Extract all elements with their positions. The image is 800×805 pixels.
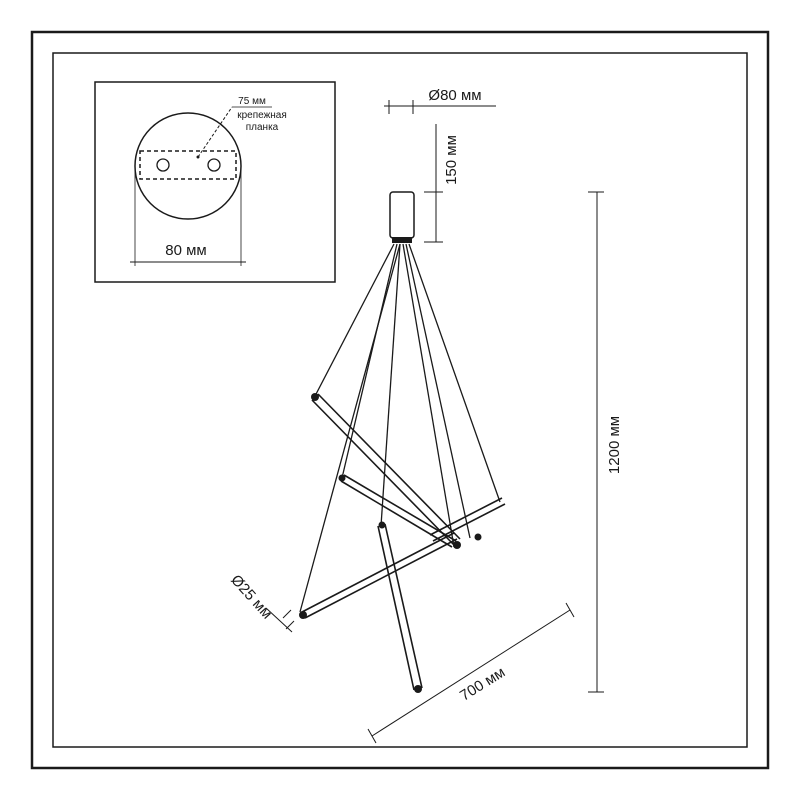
mounting-hole-right [207,158,221,172]
tube-end-4 [474,533,482,541]
inner-frame [52,52,748,748]
cable-4 [402,243,455,548]
mounting-hole-left [156,158,170,172]
suspension-cables [299,243,501,613]
canopy-circle [134,112,242,220]
light-tubes [301,393,506,691]
tube-end-7 [414,685,422,693]
dim-tube-diameter-tick1 [282,609,292,619]
tube-end-3 [453,541,461,549]
tube-e-edge2 [384,523,423,689]
tube-a-edge2 [317,393,461,540]
lamp-drawing: Ø80 мм 150 мм [227,87,623,744]
dim-canopy-height-text: 150 мм [443,135,460,185]
cable-5 [405,243,471,539]
tube-e-edge1 [377,525,415,691]
canopy-body [389,191,415,239]
dim-width-text: 700 мм [457,664,508,705]
dim-canopy-diameter-text: Ø80 мм [428,87,481,104]
mounting-plate-inset: 75 мм крепежная планка 80 мм [94,81,336,283]
tube-end-6 [378,521,386,529]
tube-b-edge2 [343,474,457,542]
dim-80-text: 80 мм [165,242,206,259]
plate-label-line2: планка [246,122,279,133]
dim-total-height-text: 1200 мм [606,416,623,474]
tube-a-edge1 [311,399,455,546]
tube-c-edge2 [432,503,506,542]
dim-tube-diameter-text: Ø25 мм [227,572,275,623]
tube-d-edge1 [301,532,455,613]
cable-2 [341,243,398,479]
cable-3 [380,243,401,527]
cable-6 [408,243,501,503]
inset-frame [94,81,336,283]
dim-75-text: 75 мм [238,96,266,107]
dim-75-leader [197,106,233,158]
tube-end-2 [338,474,346,482]
tube-ends [299,393,482,693]
canopy-base [392,237,412,243]
dim-width-ext-right [565,602,575,618]
dim-width-line [371,609,571,737]
outer-frame [30,30,770,770]
tube-b-edge1 [340,480,453,548]
cable-7 [299,243,401,613]
tube-c-edge1 [429,497,503,536]
mounting-plate-outline [139,150,237,180]
tube-end-1 [311,393,319,401]
tube-d-edge2 [304,538,458,619]
plate-label-line1: крепежная [237,110,287,121]
tube-end-5 [299,611,307,619]
cable-1 [313,243,395,399]
dim-tube-diameter-tick2 [285,620,295,630]
dim-width-ext-left [367,728,377,744]
